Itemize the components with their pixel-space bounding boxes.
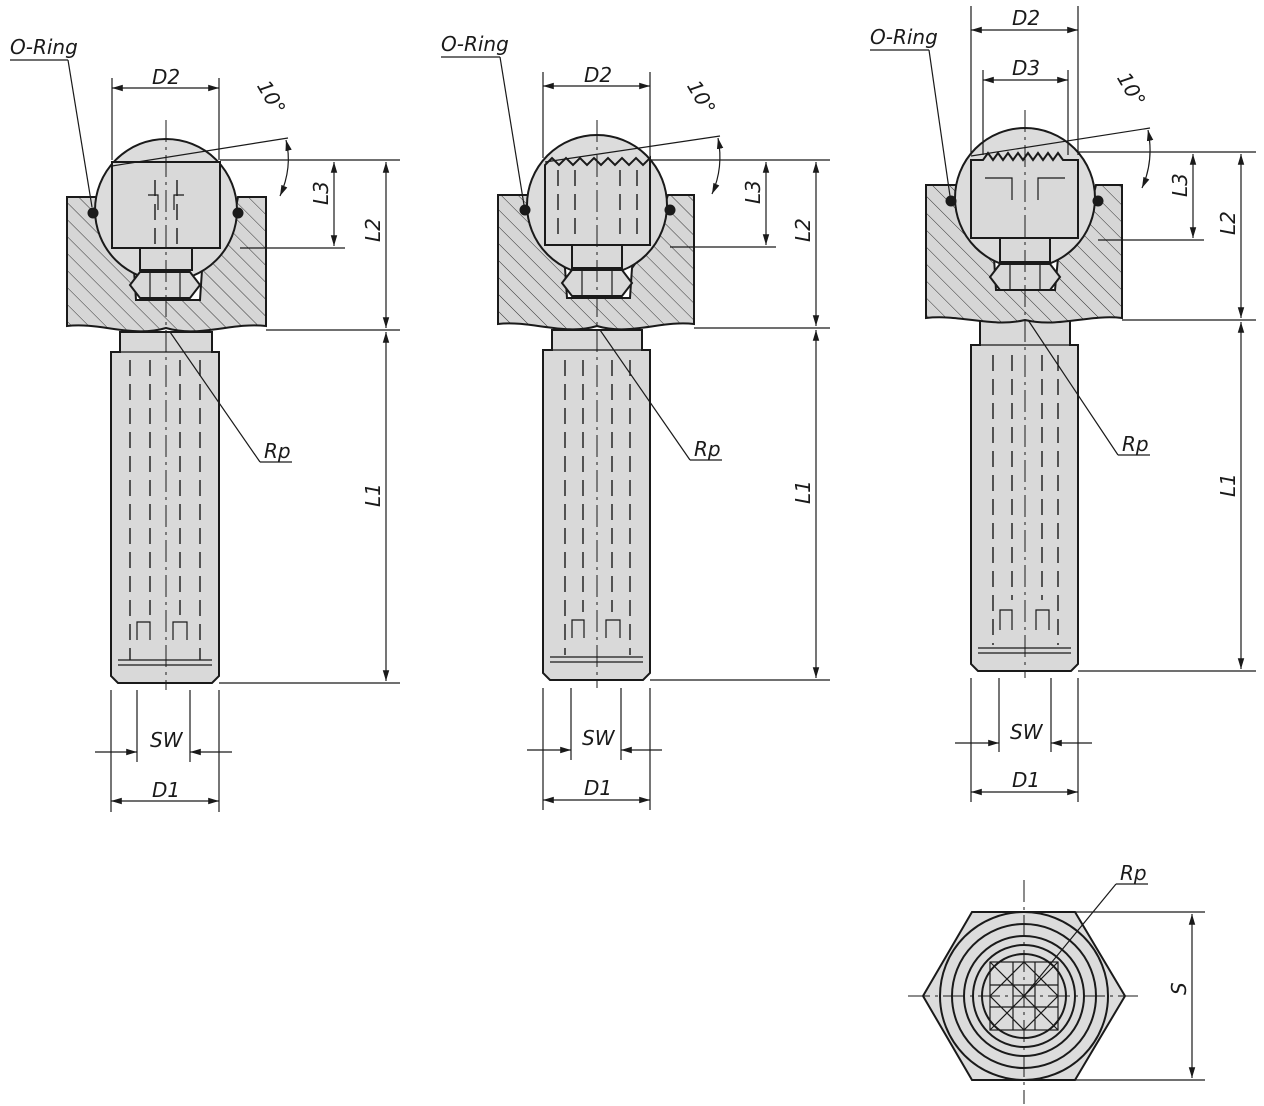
dim-d3: D3 (1012, 56, 1040, 80)
label-rp: Rp (1120, 861, 1147, 885)
dim-d2: D2 (584, 63, 612, 87)
dim-l2: L2 (791, 218, 815, 242)
threaded-shaft (110, 331, 220, 684)
view-1-flat-pad: 10° (66, 76, 292, 690)
view-1-dimensions: D2 D1 SW L3 L2 L1 O-Ring Rp (10, 35, 400, 812)
dim-d1: D1 (1012, 768, 1040, 792)
label-rp: Rp (264, 439, 291, 463)
top-view-hex (908, 880, 1138, 1104)
dim-l3: L3 (741, 180, 765, 204)
label-rp: Rp (1122, 432, 1149, 456)
view-2-serrated-pad: 10° (497, 76, 724, 688)
dim-l2: L2 (1216, 211, 1240, 235)
top-view-dimensions: S Rp (1023, 861, 1205, 1081)
hex-nut (560, 269, 634, 297)
angle-label: 10° (252, 76, 291, 119)
dim-l2: L2 (361, 218, 385, 242)
label-o-ring: O-Ring (10, 35, 78, 59)
dim-l3: L3 (309, 181, 333, 205)
dim-d1: D1 (584, 776, 612, 800)
dim-d2: D2 (152, 65, 180, 89)
dim-sw: SW (582, 726, 616, 750)
dim-l1: L1 (791, 480, 815, 504)
angle-label: 10° (682, 76, 721, 119)
angle-label: 10° (1112, 68, 1151, 111)
hex-nut (128, 271, 202, 299)
label-rp: Rp (694, 437, 721, 461)
dim-l1: L1 (1216, 473, 1240, 497)
view-3-serrated-pad-d3: 10° (925, 68, 1154, 678)
dim-sw: SW (150, 728, 184, 752)
dim-l1: L1 (361, 483, 385, 507)
dim-s: S (1167, 982, 1191, 995)
label-o-ring: O-Ring (870, 25, 938, 49)
dim-l3: L3 (1168, 173, 1192, 197)
view-2-dimensions: D2 D1 SW L3 L2 L1 O-Ring Rp (441, 32, 830, 810)
dim-sw: SW (1010, 720, 1044, 744)
dim-d1: D1 (152, 778, 180, 802)
label-o-ring: O-Ring (441, 32, 509, 56)
view-3-dimensions: D2 D3 D1 SW L3 L2 L1 O-Ring Rp (870, 6, 1256, 802)
dim-d2: D2 (1012, 6, 1040, 30)
